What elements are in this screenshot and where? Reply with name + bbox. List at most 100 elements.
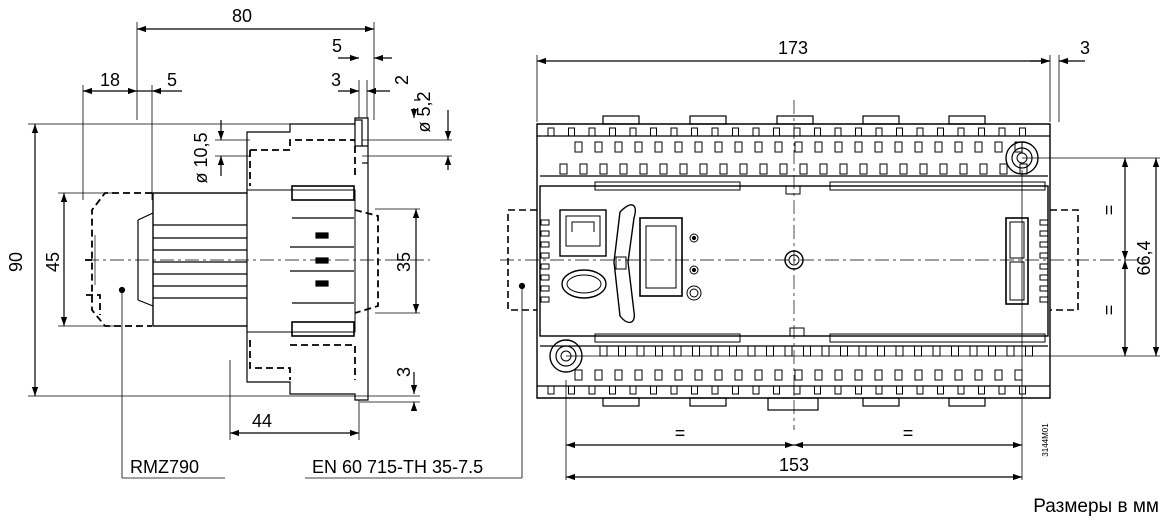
terminal-slot	[588, 127, 596, 137]
terminal-slot	[855, 127, 862, 137]
rail-tooth	[540, 285, 550, 292]
terminal-slot	[711, 127, 719, 137]
front-dim-66: 66,4	[1134, 240, 1154, 275]
rail-tooth	[540, 230, 550, 237]
terminal-slot	[937, 385, 944, 395]
rail-tooth	[1039, 219, 1049, 226]
module-label: RMZ790	[130, 457, 199, 477]
terminal-slot	[874, 369, 883, 381]
side-dim-3-bottom: 3	[394, 367, 414, 377]
terminal-slot	[747, 345, 756, 357]
rail-label: EN 60 715-TH 35-7.5	[312, 457, 483, 477]
terminal-slot	[670, 385, 678, 395]
terminal-slot	[629, 127, 637, 137]
terminal-slot	[894, 369, 903, 381]
terminal-slot	[894, 141, 903, 153]
terminal-slot	[588, 385, 596, 395]
terminal-slot	[994, 369, 1003, 381]
side-dim-hole-small: ø 5,2	[414, 91, 434, 132]
terminal-slot	[619, 163, 628, 175]
side-dim-height: 90	[6, 252, 26, 272]
terminal-slot	[875, 385, 883, 395]
terminal-slot	[636, 345, 645, 357]
terminal-slot	[914, 345, 922, 357]
terminal-slot	[759, 163, 768, 175]
terminal-slot	[834, 369, 843, 381]
rail-tooth	[1039, 285, 1049, 292]
terminal-slot	[691, 385, 698, 395]
terminal-slot	[1019, 163, 1028, 175]
terminal-slot	[568, 127, 575, 137]
terminal-slot	[821, 345, 830, 357]
rail-tooth	[1039, 274, 1049, 281]
terminal-slot	[773, 127, 780, 137]
terminal-slot	[951, 345, 959, 357]
terminal-slot	[654, 141, 663, 153]
terminal-slot	[714, 369, 723, 381]
terminal-slot	[699, 163, 708, 175]
terminal-slot	[957, 385, 965, 395]
terminal-slot	[754, 369, 763, 381]
terminal-slot	[679, 163, 688, 175]
side-width-dim: 80	[232, 6, 252, 26]
terminal-slot	[774, 141, 783, 153]
side-view-labels: 80 5 3 2 ø 5,2 ø 10,5 18 5 90 45 35 3 44…	[6, 6, 483, 477]
rail-tooth	[540, 263, 550, 270]
terminal-slot	[1025, 345, 1033, 357]
terminal-slot	[978, 127, 985, 137]
terminal-slot	[739, 163, 748, 175]
terminal-slot	[574, 369, 583, 381]
terminal-slot	[599, 163, 608, 175]
terminal-slot	[599, 345, 608, 357]
front-dim-eq-right: =	[903, 423, 914, 443]
terminal-slot	[895, 345, 904, 357]
terminal-slot	[793, 385, 801, 395]
terminal-slot	[834, 141, 843, 153]
terminal-slot	[634, 369, 643, 381]
front-dim-3: 3	[1080, 38, 1090, 58]
terminal-slot	[896, 127, 903, 137]
terminal-slot	[766, 345, 774, 357]
terminal-slot	[714, 141, 723, 153]
terminal-slot	[568, 385, 575, 395]
terminal-slot	[609, 385, 616, 395]
side-dim-44: 44	[252, 411, 272, 431]
terminal-slot	[659, 163, 668, 175]
terminal-slot	[954, 369, 963, 381]
rail-tooth	[1039, 296, 1049, 303]
terminal-slot	[988, 345, 996, 357]
terminal-slot	[752, 385, 760, 395]
rail-tooth	[1039, 230, 1049, 237]
terminal-slot	[732, 385, 739, 395]
terminal-slot	[839, 163, 848, 175]
terminal-slot	[814, 127, 821, 137]
terminal-slot	[794, 141, 803, 153]
rail-tooth	[540, 296, 550, 303]
terminal-slot	[594, 369, 603, 381]
side-dim-3-top: 3	[331, 70, 341, 90]
terminal-slot	[629, 385, 637, 395]
terminal-slot	[784, 345, 793, 357]
terminal-slot	[639, 163, 648, 175]
terminal-slot	[858, 345, 867, 357]
terminal-slot	[834, 385, 842, 395]
terminal-slot	[719, 163, 728, 175]
terminal-slot	[969, 345, 978, 357]
terminal-slot	[732, 127, 739, 137]
terminal-slot	[916, 127, 924, 137]
rail-tooth	[1039, 252, 1049, 259]
side-view	[28, 22, 526, 479]
terminal-slot	[814, 141, 823, 153]
terminal-slot	[650, 127, 657, 137]
terminal-slot	[974, 141, 983, 153]
terminal-slot	[854, 141, 863, 153]
terminal-slot	[959, 163, 968, 175]
terminal-slot	[794, 369, 803, 381]
front-view	[500, 55, 1160, 481]
terminal-slot	[998, 127, 1006, 137]
terminal-slot	[979, 163, 988, 175]
side-dim-35: 35	[394, 252, 414, 272]
terminal-slot	[937, 127, 944, 137]
terminal-slot	[594, 141, 603, 153]
terminal-slot	[673, 345, 682, 357]
